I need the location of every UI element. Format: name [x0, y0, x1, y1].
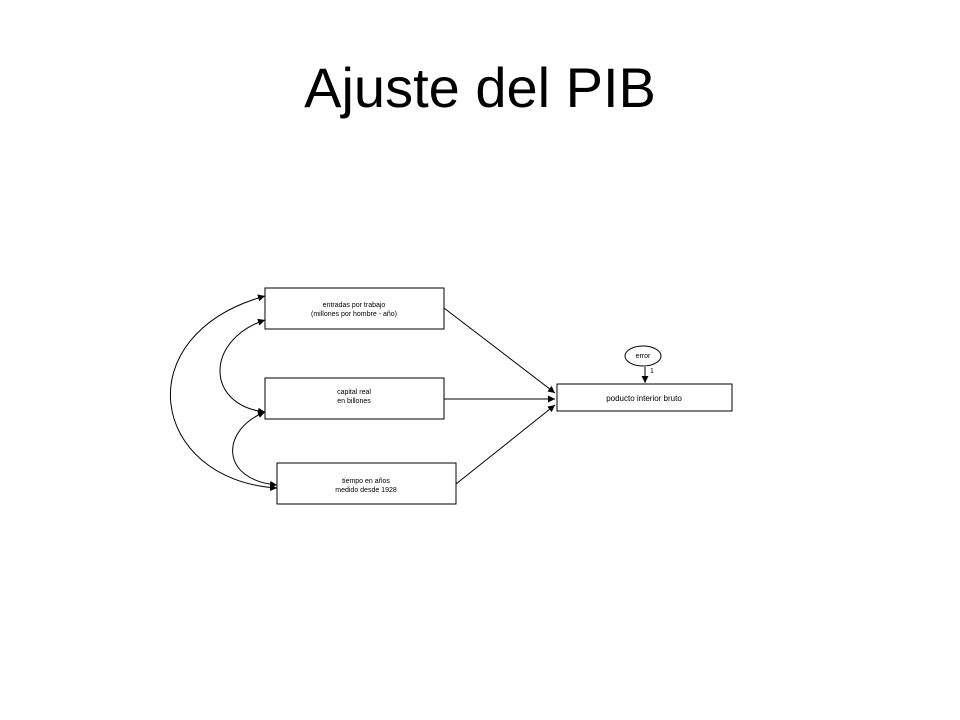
error-path-label: 1	[650, 368, 654, 375]
node-gdp: poducto interior bruto	[556, 383, 733, 412]
slide-title: Ajuste del PIB	[304, 56, 656, 119]
node-error: error	[624, 345, 662, 367]
node-capital-line1: capital real	[337, 389, 371, 396]
path-labor-gdp	[443, 307, 556, 394]
node-time: tiempo en años medido desde 1928	[276, 462, 457, 505]
node-labor-line1: entradas por trabajo	[323, 302, 386, 309]
node-gdp-label: poducto interior bruto	[606, 394, 682, 403]
node-labor: entradas por trabajo (millones por hombr…	[264, 287, 445, 330]
path-time-gdp	[455, 404, 556, 485]
node-capital-line2: en billones	[337, 398, 371, 405]
node-error-label: error	[636, 353, 651, 360]
node-time-line1: tiempo en años	[342, 478, 390, 485]
covariance-labor-capital	[219, 318, 266, 415]
covariance-labor-time	[169, 294, 278, 492]
node-time-line2: medido desde 1928	[335, 487, 397, 494]
node-labor-line2: (millones por hombre - año)	[311, 311, 397, 318]
node-capital: capital real en billones	[264, 377, 445, 420]
covariance-capital-time	[232, 411, 278, 488]
